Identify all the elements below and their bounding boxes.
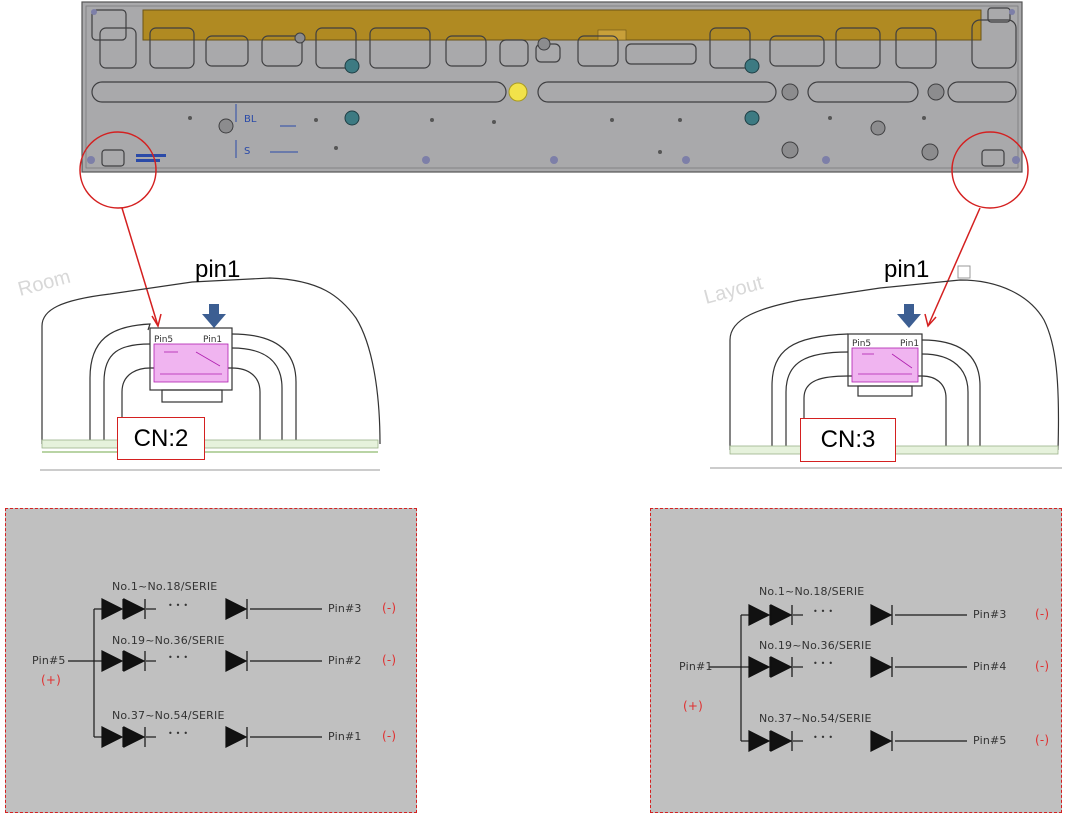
zoom-circle-left (79, 131, 157, 209)
polarity-minus-1: (-) (382, 601, 397, 615)
ellipsis-3: • • • (168, 729, 189, 738)
schematic-wires-left (68, 598, 322, 748)
bl-marking: BL (244, 114, 257, 125)
output-pin-2: Pin#4 (973, 660, 1007, 673)
polarity-minus-3: (-) (382, 729, 397, 743)
led-indicator (508, 82, 528, 102)
output-pin-2: Pin#2 (328, 654, 362, 667)
backlight-panel-drawing: BL S (81, 1, 1023, 173)
led-bar (142, 9, 982, 41)
string-label-1: No.1~No.18/SERIE (112, 580, 218, 593)
polarity-minus-2: (-) (382, 653, 397, 667)
connector-pin1-label-left: Pin1 (203, 335, 222, 345)
polarity-minus-3: (-) (1035, 733, 1050, 747)
output-pin-3: Pin#5 (973, 734, 1007, 747)
string-label-2: No.19~No.36/SERIE (759, 639, 872, 652)
zoom-circle-right (951, 131, 1029, 209)
cn2-label-box: CN:2 (117, 417, 205, 460)
string-label-3: No.37~No.54/SERIE (759, 712, 872, 725)
pin1-arrow-left (202, 304, 226, 328)
string-label-1: No.1~No.18/SERIE (759, 585, 865, 598)
leader-line-right (927, 207, 981, 327)
polarity-plus: (+) (41, 673, 62, 687)
ellipsis-1: • • • (168, 601, 189, 610)
ellipsis-2: • • • (168, 653, 189, 662)
connector-pin5-label-right: Pin5 (852, 339, 871, 349)
pin1-label-left: pin1 (195, 256, 241, 283)
led-schematic-right: No.1~No.18/SERIE No.19~No.36/SERIE No.37… (650, 508, 1062, 813)
polarity-plus: (+) (683, 699, 704, 713)
screw-group (344, 58, 760, 126)
pin1-arrow-right (897, 304, 921, 328)
ellipsis-1: • • • (813, 607, 834, 616)
input-pin: Pin#5 (32, 654, 66, 667)
schematic-wires-right (709, 604, 967, 752)
string-label-3: No.37~No.54/SERIE (112, 709, 225, 722)
output-pin-1: Pin#3 (328, 602, 362, 615)
polarity-minus-1: (-) (1035, 607, 1050, 621)
connector-pin1-label-right: Pin1 (900, 339, 919, 349)
connector-pin5-label-left: Pin5 (154, 335, 173, 345)
string-label-2: No.19~No.36/SERIE (112, 634, 225, 647)
panel-inner-frame (85, 5, 1019, 169)
watermark-right: Layout (702, 272, 766, 309)
pin1-label-right: pin1 (884, 256, 930, 283)
connector-drawings: Pin5 Pin1 Room Pin5 Pin1 Layout (16, 131, 1062, 471)
led-schematic-left: No.1~No.18/SERIE No.19~No.36/SERIE No.37… (5, 508, 417, 813)
input-pin: Pin#1 (679, 660, 713, 673)
cn3-label-box: CN:3 (800, 418, 896, 462)
ellipsis-3: • • • (813, 733, 834, 742)
watermark-left: Room (16, 266, 73, 301)
ellipsis-2: • • • (813, 659, 834, 668)
s-marking: S (244, 146, 250, 157)
polarity-minus-2: (-) (1035, 659, 1050, 673)
leader-line-left (121, 207, 159, 327)
output-pin-1: Pin#3 (973, 608, 1007, 621)
output-pin-3: Pin#1 (328, 730, 362, 743)
